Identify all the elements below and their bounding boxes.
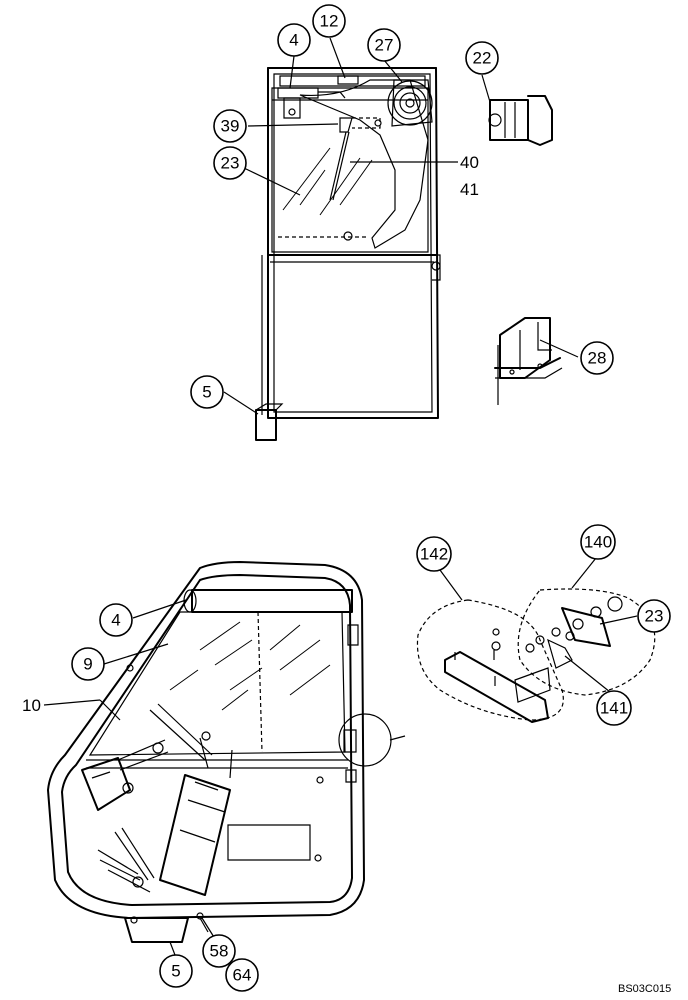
callout-142: 142 (416, 536, 452, 572)
callout-4-lower: 4 (99, 603, 133, 637)
callout-9: 9 (71, 647, 105, 681)
label-41: 41 (460, 180, 479, 199)
lower-door-assembly (47, 561, 406, 943)
callout-12: 12 (312, 4, 346, 38)
callout-140: 140 (580, 524, 616, 560)
svg-text:12: 12 (320, 12, 339, 31)
part-22-latch (488, 95, 553, 146)
part-28-bracket (494, 317, 563, 405)
callout-5-lower: 5 (159, 954, 193, 988)
callout-28: 28 (580, 341, 614, 375)
svg-text:5: 5 (202, 383, 211, 402)
svg-text:140: 140 (584, 533, 612, 552)
svg-text:23: 23 (645, 607, 664, 626)
callout-39: 39 (213, 109, 247, 143)
callout-27: 27 (367, 28, 401, 62)
callout-23-upper: 23 (213, 146, 247, 180)
svg-text:4: 4 (111, 611, 120, 630)
upper-door-assembly (255, 67, 441, 441)
svg-text:4: 4 (289, 31, 298, 50)
callout-58: 58 (202, 934, 236, 968)
svg-text:23: 23 (221, 154, 240, 173)
latch-kit-parts (416, 588, 656, 723)
drawing-code: BS03C015 (618, 983, 671, 995)
callout-22: 22 (465, 41, 499, 75)
callout-23-lower: 23 (637, 599, 671, 633)
svg-text:39: 39 (221, 117, 240, 136)
callout-5-upper: 5 (190, 375, 224, 409)
svg-text:141: 141 (600, 699, 628, 718)
svg-text:142: 142 (420, 545, 448, 564)
svg-text:27: 27 (375, 36, 394, 55)
callout-141: 141 (596, 690, 632, 726)
svg-text:22: 22 (473, 49, 492, 68)
svg-text:58: 58 (210, 942, 229, 961)
label-40: 40 (460, 153, 479, 172)
svg-text:28: 28 (588, 349, 607, 368)
svg-text:64: 64 (233, 966, 252, 985)
svg-text:9: 9 (83, 655, 92, 674)
leader-lines (43, 37, 638, 956)
label-10: 10 (22, 696, 41, 715)
callout-64: 64 (225, 958, 259, 992)
svg-text:5: 5 (171, 962, 180, 981)
callout-4-upper: 4 (277, 23, 311, 57)
